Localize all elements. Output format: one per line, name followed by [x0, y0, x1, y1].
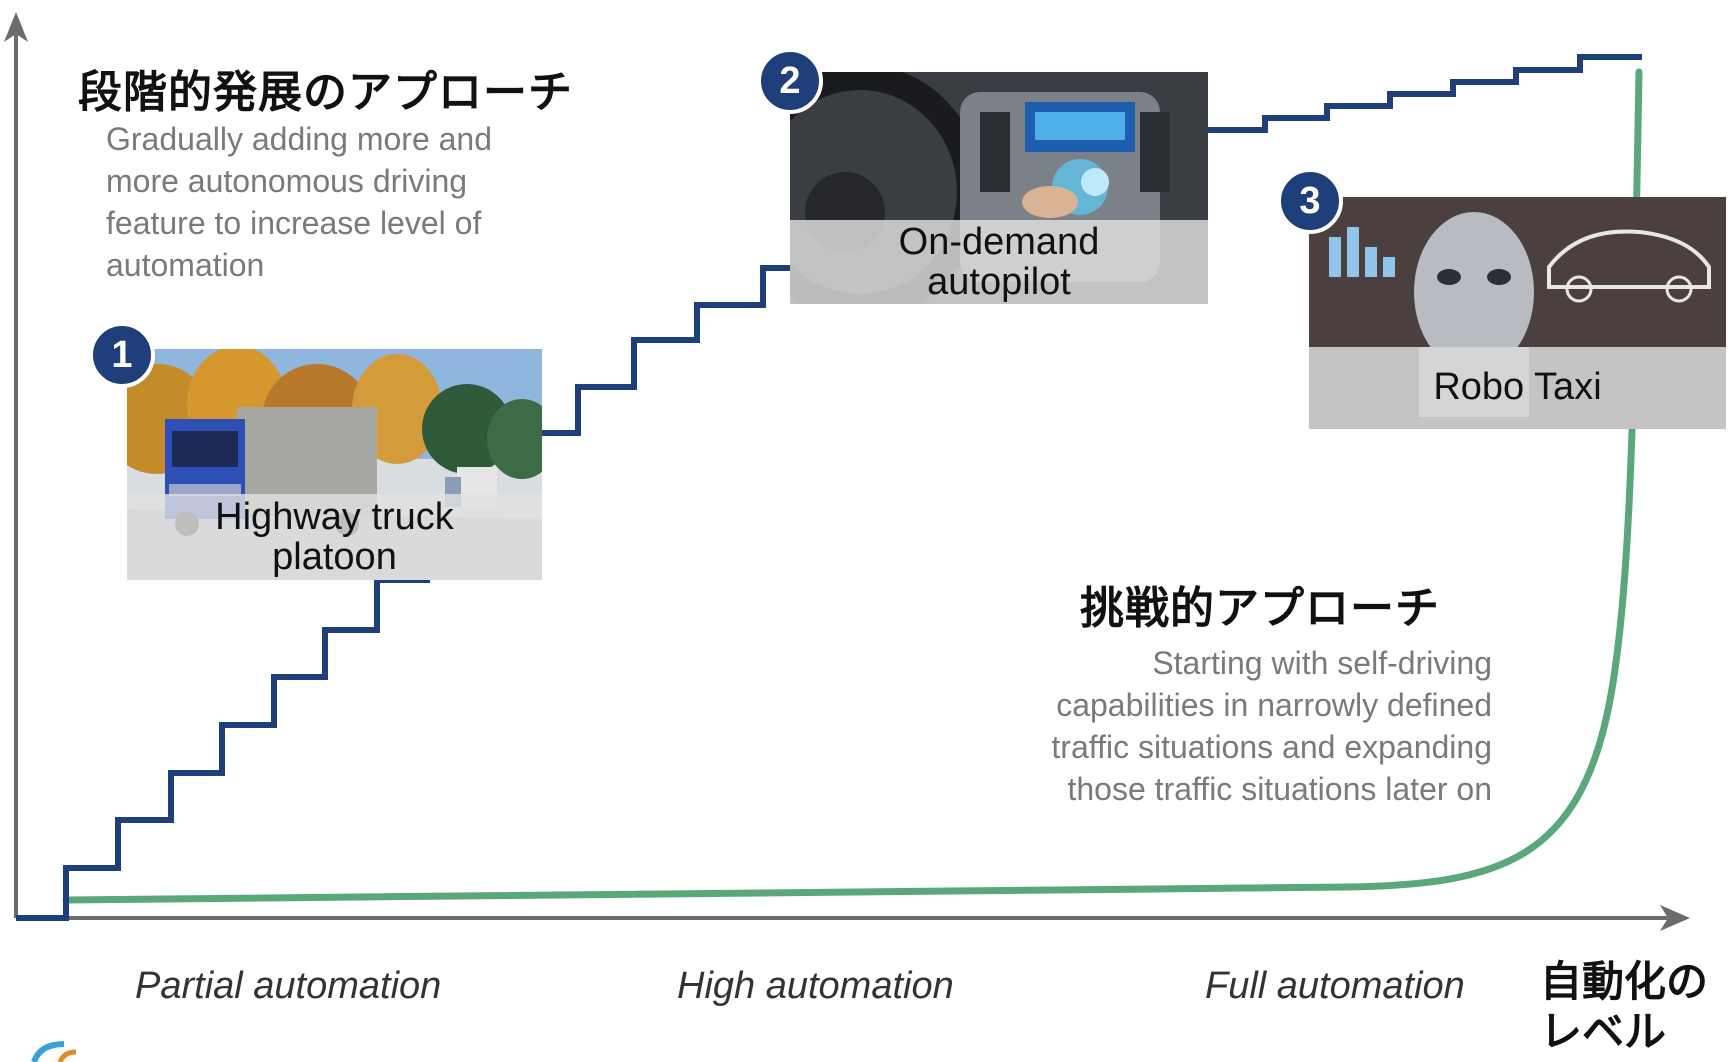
incremental-approach-description: Gradually adding more and more autonomou…	[106, 118, 626, 286]
card-caption: Robo Taxi	[1309, 367, 1726, 407]
caption-line: autopilot	[927, 261, 1071, 303]
description-line: traffic situations and expanding	[1051, 729, 1492, 765]
incremental-staircase-middle	[541, 265, 790, 436]
y-axis-arrow	[4, 12, 28, 42]
incremental-staircase-upper	[1207, 54, 1642, 133]
disruptive-approach-description: Starting with self-driving capabilities …	[960, 642, 1492, 810]
description-line: Gradually adding more and	[106, 121, 493, 157]
incremental-staircase-lower	[16, 577, 430, 921]
card-caption: On-demand autopilot	[790, 222, 1208, 302]
logo-fragment	[31, 1041, 77, 1062]
x-axis-title: 自動化の レベル	[1540, 957, 1708, 1057]
disruptive-approach-curve	[62, 68, 1643, 904]
axis-title-line: 自動化の	[1540, 957, 1709, 1006]
x-axis-label-partial: Partial automation	[135, 965, 442, 1007]
x-axis-label-high: High automation	[677, 965, 954, 1007]
description-line: those traffic situations later on	[1067, 771, 1492, 807]
step-badge-1: 1	[89, 322, 155, 388]
card-highway-truck-platoon: Highway truck platoon	[127, 349, 542, 580]
caption-band	[1309, 347, 1726, 429]
description-line: capabilities in narrowly defined	[1056, 687, 1492, 723]
step-badge-2: 2	[757, 48, 823, 114]
caption-band	[127, 494, 542, 580]
caption-band	[790, 220, 1208, 304]
description-line: automation	[106, 247, 265, 283]
x-axis-label-full: Full automation	[1205, 965, 1465, 1007]
caption-line: Highway truck	[215, 496, 454, 538]
caption-line: platoon	[272, 536, 397, 578]
disruptive-approach-title: 挑戦的アプローチ	[1080, 583, 1440, 634]
description-line: feature to increase level of	[106, 205, 482, 241]
card-robo-taxi: Robo Taxi	[1309, 197, 1726, 429]
card-caption: Highway truck platoon	[127, 497, 542, 577]
description-line: Starting with self-driving	[1152, 645, 1492, 681]
step-badge-3: 3	[1277, 168, 1343, 234]
description-line: more autonomous driving	[106, 163, 468, 199]
x-axis-arrow	[1660, 905, 1690, 931]
incremental-approach-title: 段階的発展のアプローチ	[78, 67, 573, 118]
caption-line: Robo Taxi	[1433, 366, 1602, 408]
card-on-demand-autopilot: On-demand autopilot	[790, 72, 1208, 304]
axis-title-line: レベル	[1540, 1007, 1667, 1056]
caption-line: On-demand	[898, 221, 1100, 263]
